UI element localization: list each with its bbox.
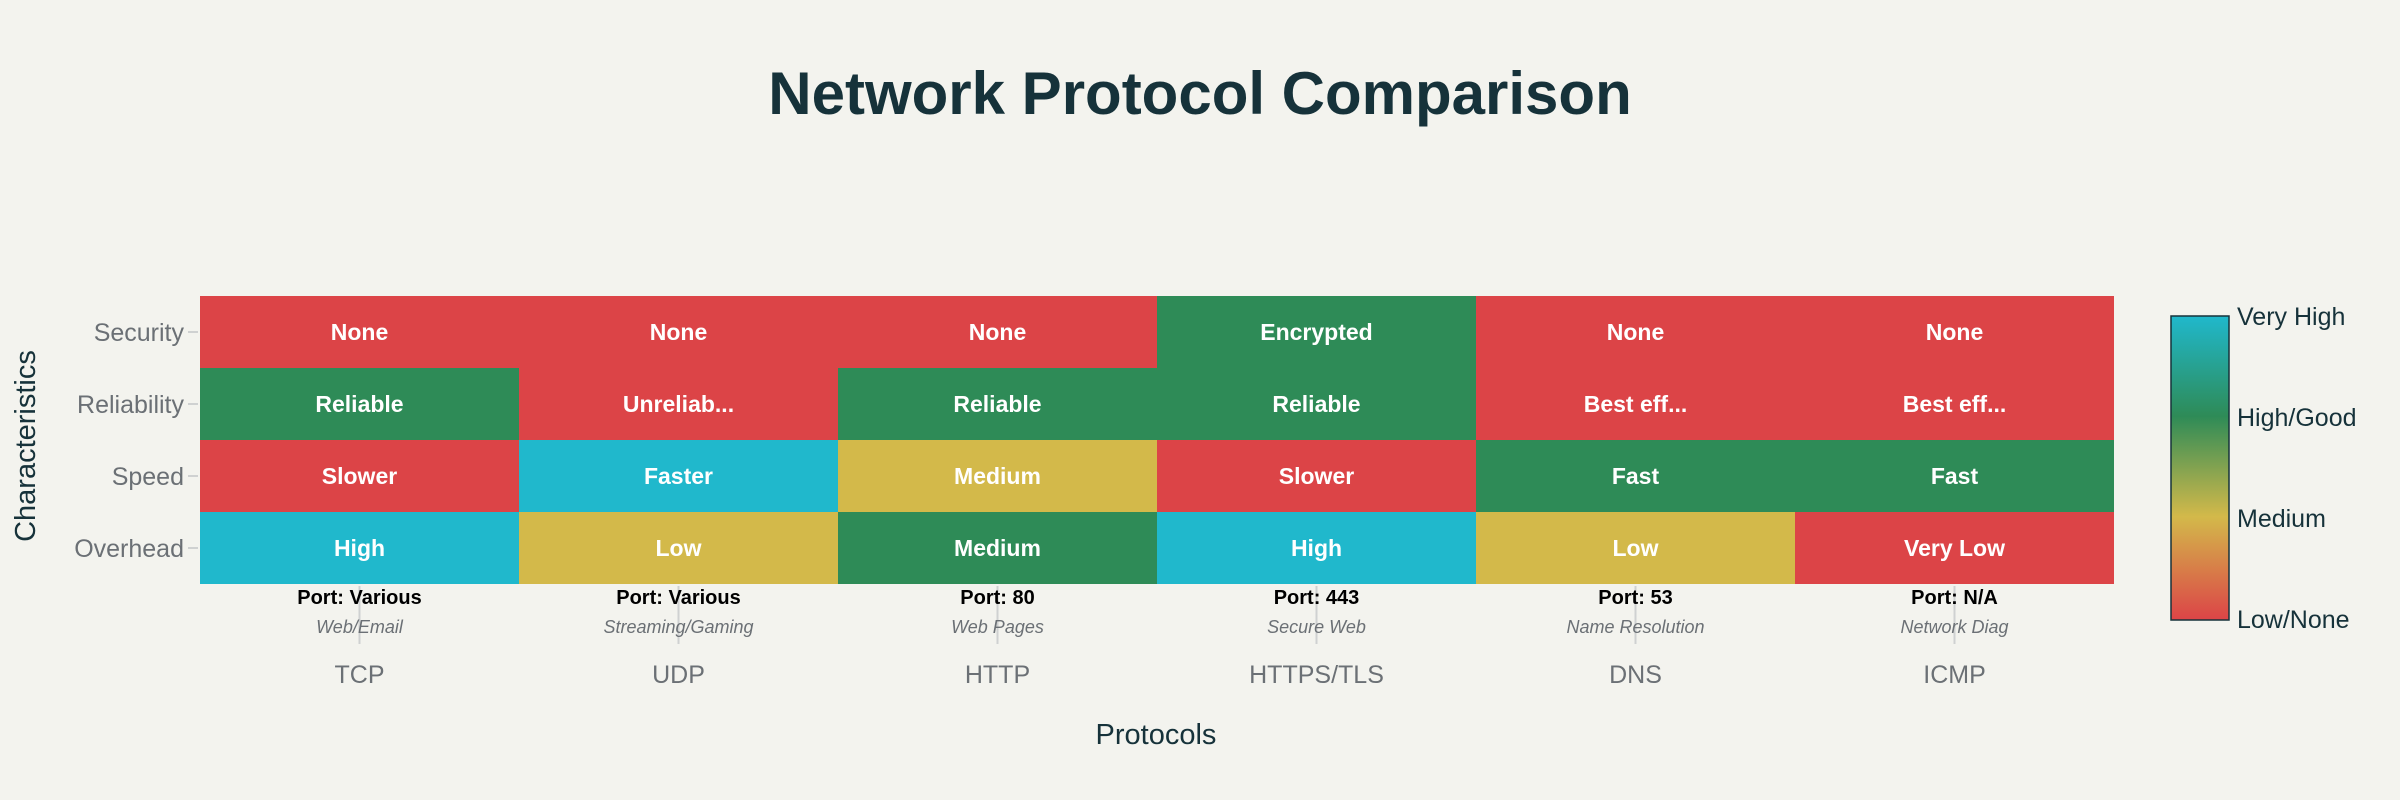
column-label: UDP — [652, 661, 705, 689]
port-label: Port: Various — [297, 587, 421, 609]
y-axis-label: Characteristics — [10, 350, 42, 542]
heatmap-cell — [519, 512, 838, 584]
column-label: TCP — [335, 661, 385, 689]
cell-label: Low — [1613, 535, 1659, 561]
port-label: Port: N/A — [1911, 587, 1998, 609]
row-label: Speed — [112, 463, 184, 491]
column-label: HTTPS/TLS — [1249, 661, 1384, 689]
cell-label: Slower — [1279, 463, 1354, 489]
cell-label: None — [1926, 319, 1984, 345]
use-label: Name Resolution — [1566, 617, 1704, 637]
cell-label: Reliable — [315, 391, 403, 417]
cell-label: None — [1607, 319, 1665, 345]
heatmap-cell — [519, 368, 838, 440]
chart-title: Network Protocol Comparison — [768, 60, 1631, 127]
port-label: Port: 53 — [1598, 587, 1672, 609]
heatmap-cell — [200, 296, 519, 368]
heatmap-cell — [1476, 368, 1795, 440]
use-label: Network Diag — [1900, 617, 2008, 637]
column-label: ICMP — [1923, 661, 1986, 689]
color-bar-label-low: Low/None — [2237, 606, 2350, 634]
cell-label: High — [334, 535, 385, 561]
cell-label: Best eff... — [1903, 391, 2007, 417]
use-label: Streaming/Gaming — [603, 617, 753, 637]
color-bar-label-very-high: Very High — [2237, 303, 2345, 331]
cell-label: Slower — [322, 463, 397, 489]
heatmap-cell — [838, 440, 1157, 512]
cell-label: Encrypted — [1260, 319, 1372, 345]
cell-label: Reliable — [1272, 391, 1360, 417]
heatmap-cell — [1157, 512, 1476, 584]
color-bar-gradient — [2170, 315, 2230, 621]
heatmap-cell — [1157, 440, 1476, 512]
heatmap-cell — [519, 440, 838, 512]
cell-label: Fast — [1931, 463, 1979, 489]
color-bar: Very High High/Good Medium Low/None — [2170, 303, 2357, 634]
use-label: Secure Web — [1267, 617, 1366, 637]
heatmap-cell — [200, 512, 519, 584]
column-label: HTTP — [965, 661, 1030, 689]
heatmap-cell — [1157, 368, 1476, 440]
color-bar-label-high: High/Good — [2237, 404, 2357, 432]
cell-label: Faster — [644, 463, 713, 489]
heatmap-cell — [200, 368, 519, 440]
heatmap-cell — [838, 368, 1157, 440]
cell-label: Medium — [954, 535, 1041, 561]
heatmap-cell — [1795, 296, 2114, 368]
cell-label: None — [650, 319, 708, 345]
cell-label: Very Low — [1904, 535, 2005, 561]
port-label: Port: 80 — [960, 587, 1034, 609]
color-bar-label-medium: Medium — [2237, 505, 2326, 533]
row-label: Security — [94, 319, 185, 347]
heatmap-cell — [1476, 296, 1795, 368]
heatmap-cell — [1795, 368, 2114, 440]
heatmap-cell — [519, 296, 838, 368]
cell-label: Fast — [1612, 463, 1660, 489]
heatmap-cell — [838, 296, 1157, 368]
cell-label: Reliable — [953, 391, 1041, 417]
heatmap-cell — [838, 512, 1157, 584]
row-label: Reliability — [77, 391, 184, 419]
cell-label: High — [1291, 535, 1342, 561]
cell-label: Best eff... — [1584, 391, 1688, 417]
port-label: Port: Various — [616, 587, 740, 609]
use-label: Web/Email — [316, 617, 404, 637]
cell-label: Unreliab... — [623, 391, 734, 417]
heatmap-cell — [200, 440, 519, 512]
heatmap-cell — [1476, 512, 1795, 584]
heatmap-cell — [1476, 440, 1795, 512]
cell-label: None — [331, 319, 389, 345]
cell-label: None — [969, 319, 1027, 345]
heatmap-cell — [1795, 440, 2114, 512]
port-label: Port: 443 — [1274, 587, 1360, 609]
column-label: DNS — [1609, 661, 1662, 689]
cell-label: Medium — [954, 463, 1041, 489]
row-label: Overhead — [74, 535, 184, 563]
heatmap-cell — [1157, 296, 1476, 368]
heatmap-cell — [1795, 512, 2114, 584]
cell-label: Low — [656, 535, 702, 561]
use-label: Web Pages — [951, 617, 1044, 637]
x-axis-label: Protocols — [1096, 719, 1217, 751]
